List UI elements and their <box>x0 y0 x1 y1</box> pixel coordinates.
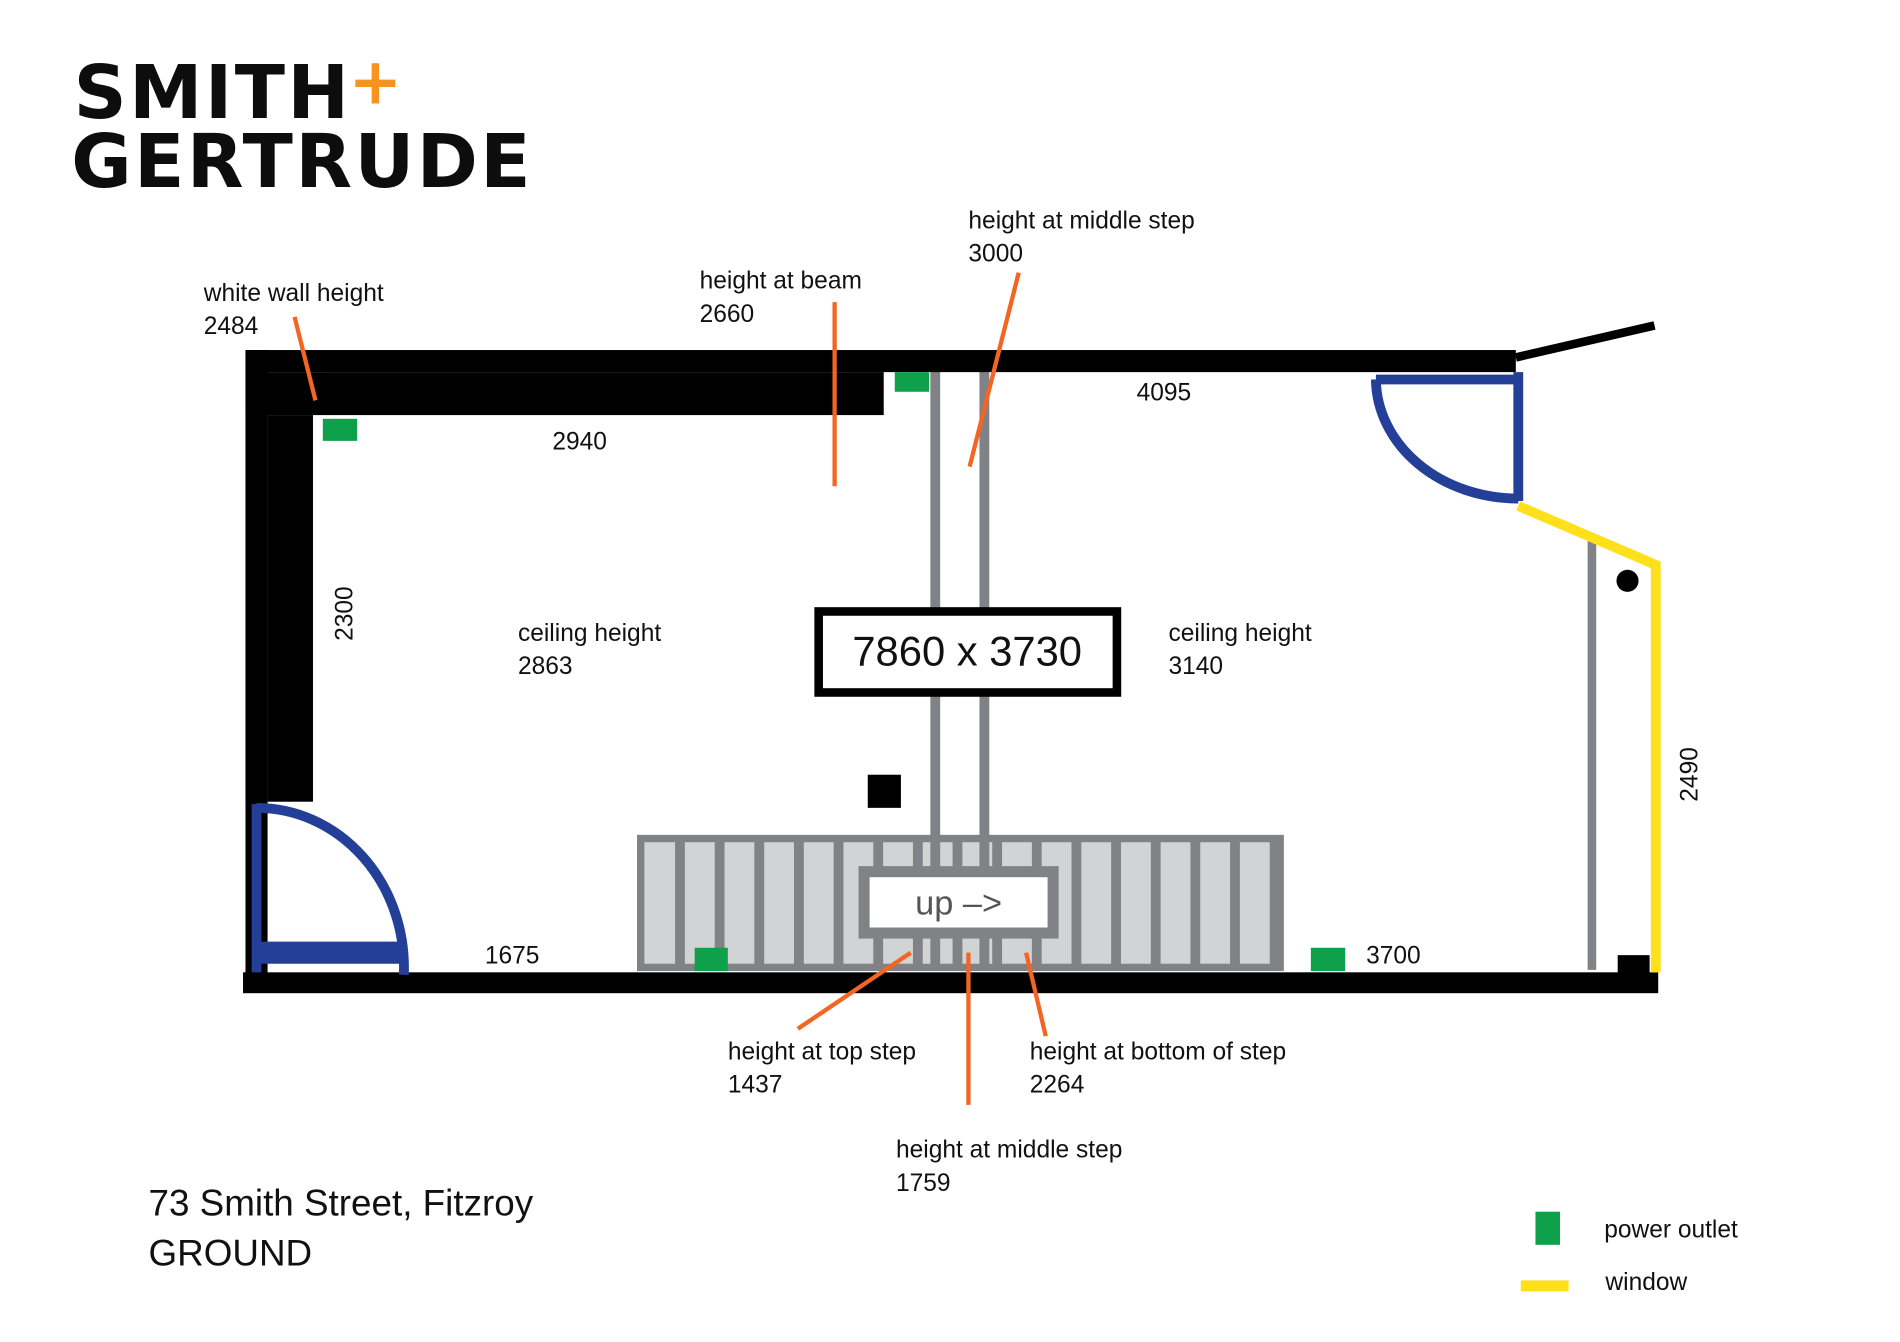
wall-stub <box>1617 955 1650 975</box>
beam-label: height at beam <box>700 268 862 295</box>
logo-plus: + <box>349 45 405 119</box>
bottom-step-label: height at bottom of step <box>1030 1038 1286 1065</box>
middle-step-top-label: height at middle step <box>968 208 1194 235</box>
left-wall-thick <box>267 415 313 802</box>
dimension-top-right: 4095 <box>1137 379 1192 406</box>
beam-value: 2660 <box>700 301 755 328</box>
overall-dimension: 7860 x 3730 <box>852 627 1082 674</box>
dimension-bottom-left: 1675 <box>485 943 540 970</box>
window-swatch-icon <box>1520 1280 1569 1292</box>
door-left <box>251 802 409 975</box>
white-wall-value: 2484 <box>204 313 259 340</box>
legend: power outlet window <box>1520 1211 1738 1296</box>
dimension-bottom-right: 3700 <box>1366 943 1421 970</box>
middle-step-bottom-label: height at middle step <box>896 1137 1122 1164</box>
bottom-wall <box>243 972 1659 994</box>
address-line1: 73 Smith Street, Fitzroy <box>149 1182 534 1223</box>
dimension-left: 2300 <box>331 586 358 641</box>
power-outlet <box>694 947 728 972</box>
logo-line2: GERTRUDE <box>71 120 533 205</box>
dimension-right: 2490 <box>1676 747 1703 802</box>
power-outlet <box>1310 947 1346 972</box>
power-outlet <box>894 372 930 392</box>
bottom-step-value: 2264 <box>1030 1072 1085 1099</box>
ceiling-right-label: ceiling height <box>1168 620 1311 647</box>
ceiling-left-label: ceiling height <box>518 620 661 647</box>
ceiling-right-value: 3140 <box>1168 653 1223 680</box>
white-wall-label: white wall height <box>203 280 384 307</box>
beam-wall <box>245 372 884 416</box>
power-outlets <box>322 372 1346 972</box>
left-wall <box>245 350 268 989</box>
leader-lines <box>292 272 1048 1105</box>
stairs-label-box <box>858 866 1059 939</box>
ceiling-left-value: 2863 <box>518 653 573 680</box>
overall-dimension-box <box>814 607 1122 697</box>
top-wall <box>245 350 1516 373</box>
logo-line1: SMITH <box>74 51 352 136</box>
logo: SMITH + GERTRUDE <box>71 45 533 205</box>
power-outlet <box>322 418 358 441</box>
legend-window: window <box>1604 1269 1687 1296</box>
angled-wall <box>1514 321 1656 362</box>
column <box>867 774 901 808</box>
dimension-top-left: 2940 <box>552 428 607 455</box>
door-right <box>1370 372 1524 504</box>
stairs-label: up –> <box>915 885 1002 923</box>
top-step-value: 1437 <box>728 1072 783 1099</box>
power-outlet-swatch-icon <box>1535 1211 1561 1245</box>
post <box>1616 569 1639 592</box>
legend-power-outlet: power outlet <box>1604 1216 1738 1243</box>
window <box>1516 501 1661 973</box>
middle-step-top-value: 3000 <box>968 241 1023 268</box>
address-floor: GROUND <box>149 1233 313 1274</box>
middle-step-bottom-value: 1759 <box>896 1170 951 1197</box>
top-step-label: height at top step <box>728 1038 916 1065</box>
